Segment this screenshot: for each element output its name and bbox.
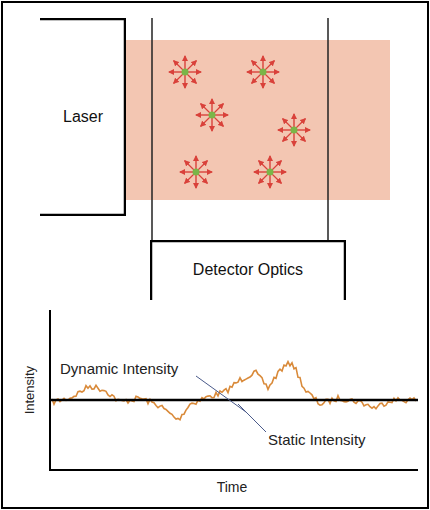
particle-dot bbox=[291, 127, 298, 134]
scatter-arrow bbox=[201, 117, 210, 126]
scatter-arrow bbox=[169, 71, 182, 72]
node-label: Laser bbox=[63, 108, 103, 126]
scatter-arrow bbox=[297, 129, 310, 130]
scattering-particles bbox=[169, 56, 310, 188]
scatter-arrow bbox=[199, 171, 212, 172]
laser-box: Laser bbox=[40, 18, 126, 216]
scatter-arrow bbox=[180, 171, 193, 172]
scatter-arrow bbox=[273, 171, 286, 172]
scatter-arrow bbox=[293, 133, 294, 146]
scatter-arrow bbox=[195, 156, 196, 169]
sample-cell-wall bbox=[151, 18, 153, 240]
scatter-arrow bbox=[187, 61, 196, 70]
particle-dot bbox=[260, 69, 267, 76]
scatter-arrow bbox=[283, 119, 292, 128]
node-label: Detector Optics bbox=[193, 261, 303, 279]
scatter-arrow bbox=[296, 119, 305, 128]
scatter-arrow bbox=[252, 61, 261, 70]
scatter-arrow bbox=[296, 132, 305, 141]
sample-cell-wall bbox=[327, 18, 329, 240]
scatter-arrow bbox=[198, 174, 207, 183]
scatter-arrow bbox=[259, 161, 268, 170]
scatter-arrow bbox=[265, 74, 274, 83]
scatter-arrow bbox=[269, 156, 270, 169]
scatter-arrow bbox=[259, 174, 268, 183]
scatter-arrow bbox=[265, 61, 274, 70]
leader-line bbox=[238, 404, 266, 432]
scatter-arrow bbox=[214, 117, 223, 126]
scatter-arrow bbox=[188, 71, 201, 72]
axis-title: Time bbox=[217, 480, 248, 495]
scatter-arrow bbox=[195, 175, 196, 188]
scatter-arrow bbox=[196, 114, 209, 115]
scatter-arrow bbox=[254, 171, 267, 172]
scatter-arrow bbox=[262, 75, 263, 88]
callout-label: Dynamic Intensity bbox=[60, 361, 178, 378]
particle-dot bbox=[267, 169, 274, 176]
leader-line bbox=[196, 376, 246, 412]
scatter-arrow bbox=[247, 71, 260, 72]
axis-title: Intensity bbox=[23, 366, 37, 414]
scatter-arrow bbox=[272, 174, 281, 183]
scatter-arrow bbox=[266, 71, 279, 72]
scatter-arrow bbox=[174, 74, 183, 83]
callout-label: Static Intensity bbox=[268, 432, 366, 449]
static-intensity-line bbox=[50, 399, 418, 402]
y-axis bbox=[49, 310, 51, 471]
particle-dot bbox=[182, 69, 189, 76]
scatter-arrow bbox=[215, 114, 228, 115]
scatter-arrow bbox=[185, 174, 194, 183]
scatter-arrow bbox=[201, 104, 210, 113]
scatter-arrow bbox=[293, 114, 294, 127]
scatter-arrow bbox=[269, 175, 270, 188]
scatter-arrow bbox=[283, 132, 292, 141]
scatter-arrow bbox=[174, 61, 183, 70]
scatter-arrow bbox=[211, 99, 212, 112]
scatter-arrow bbox=[198, 161, 207, 170]
scatter-arrow bbox=[184, 56, 185, 69]
dynamic-intensity-trace bbox=[52, 362, 416, 420]
detector-optics-box: Detector Optics bbox=[150, 240, 346, 300]
particle-dot bbox=[193, 169, 200, 176]
scatter-arrow bbox=[272, 161, 281, 170]
scatter-arrow bbox=[185, 161, 194, 170]
scatter-arrow bbox=[184, 75, 185, 88]
scatter-arrow bbox=[262, 56, 263, 69]
scatter-arrow bbox=[278, 129, 291, 130]
scatter-arrow bbox=[187, 74, 196, 83]
particle-dot bbox=[209, 112, 216, 119]
scatter-arrow bbox=[214, 104, 223, 113]
scatter-arrow bbox=[211, 118, 212, 131]
laser-beam bbox=[125, 40, 390, 200]
scatter-arrow bbox=[252, 74, 261, 83]
x-axis bbox=[49, 469, 418, 471]
